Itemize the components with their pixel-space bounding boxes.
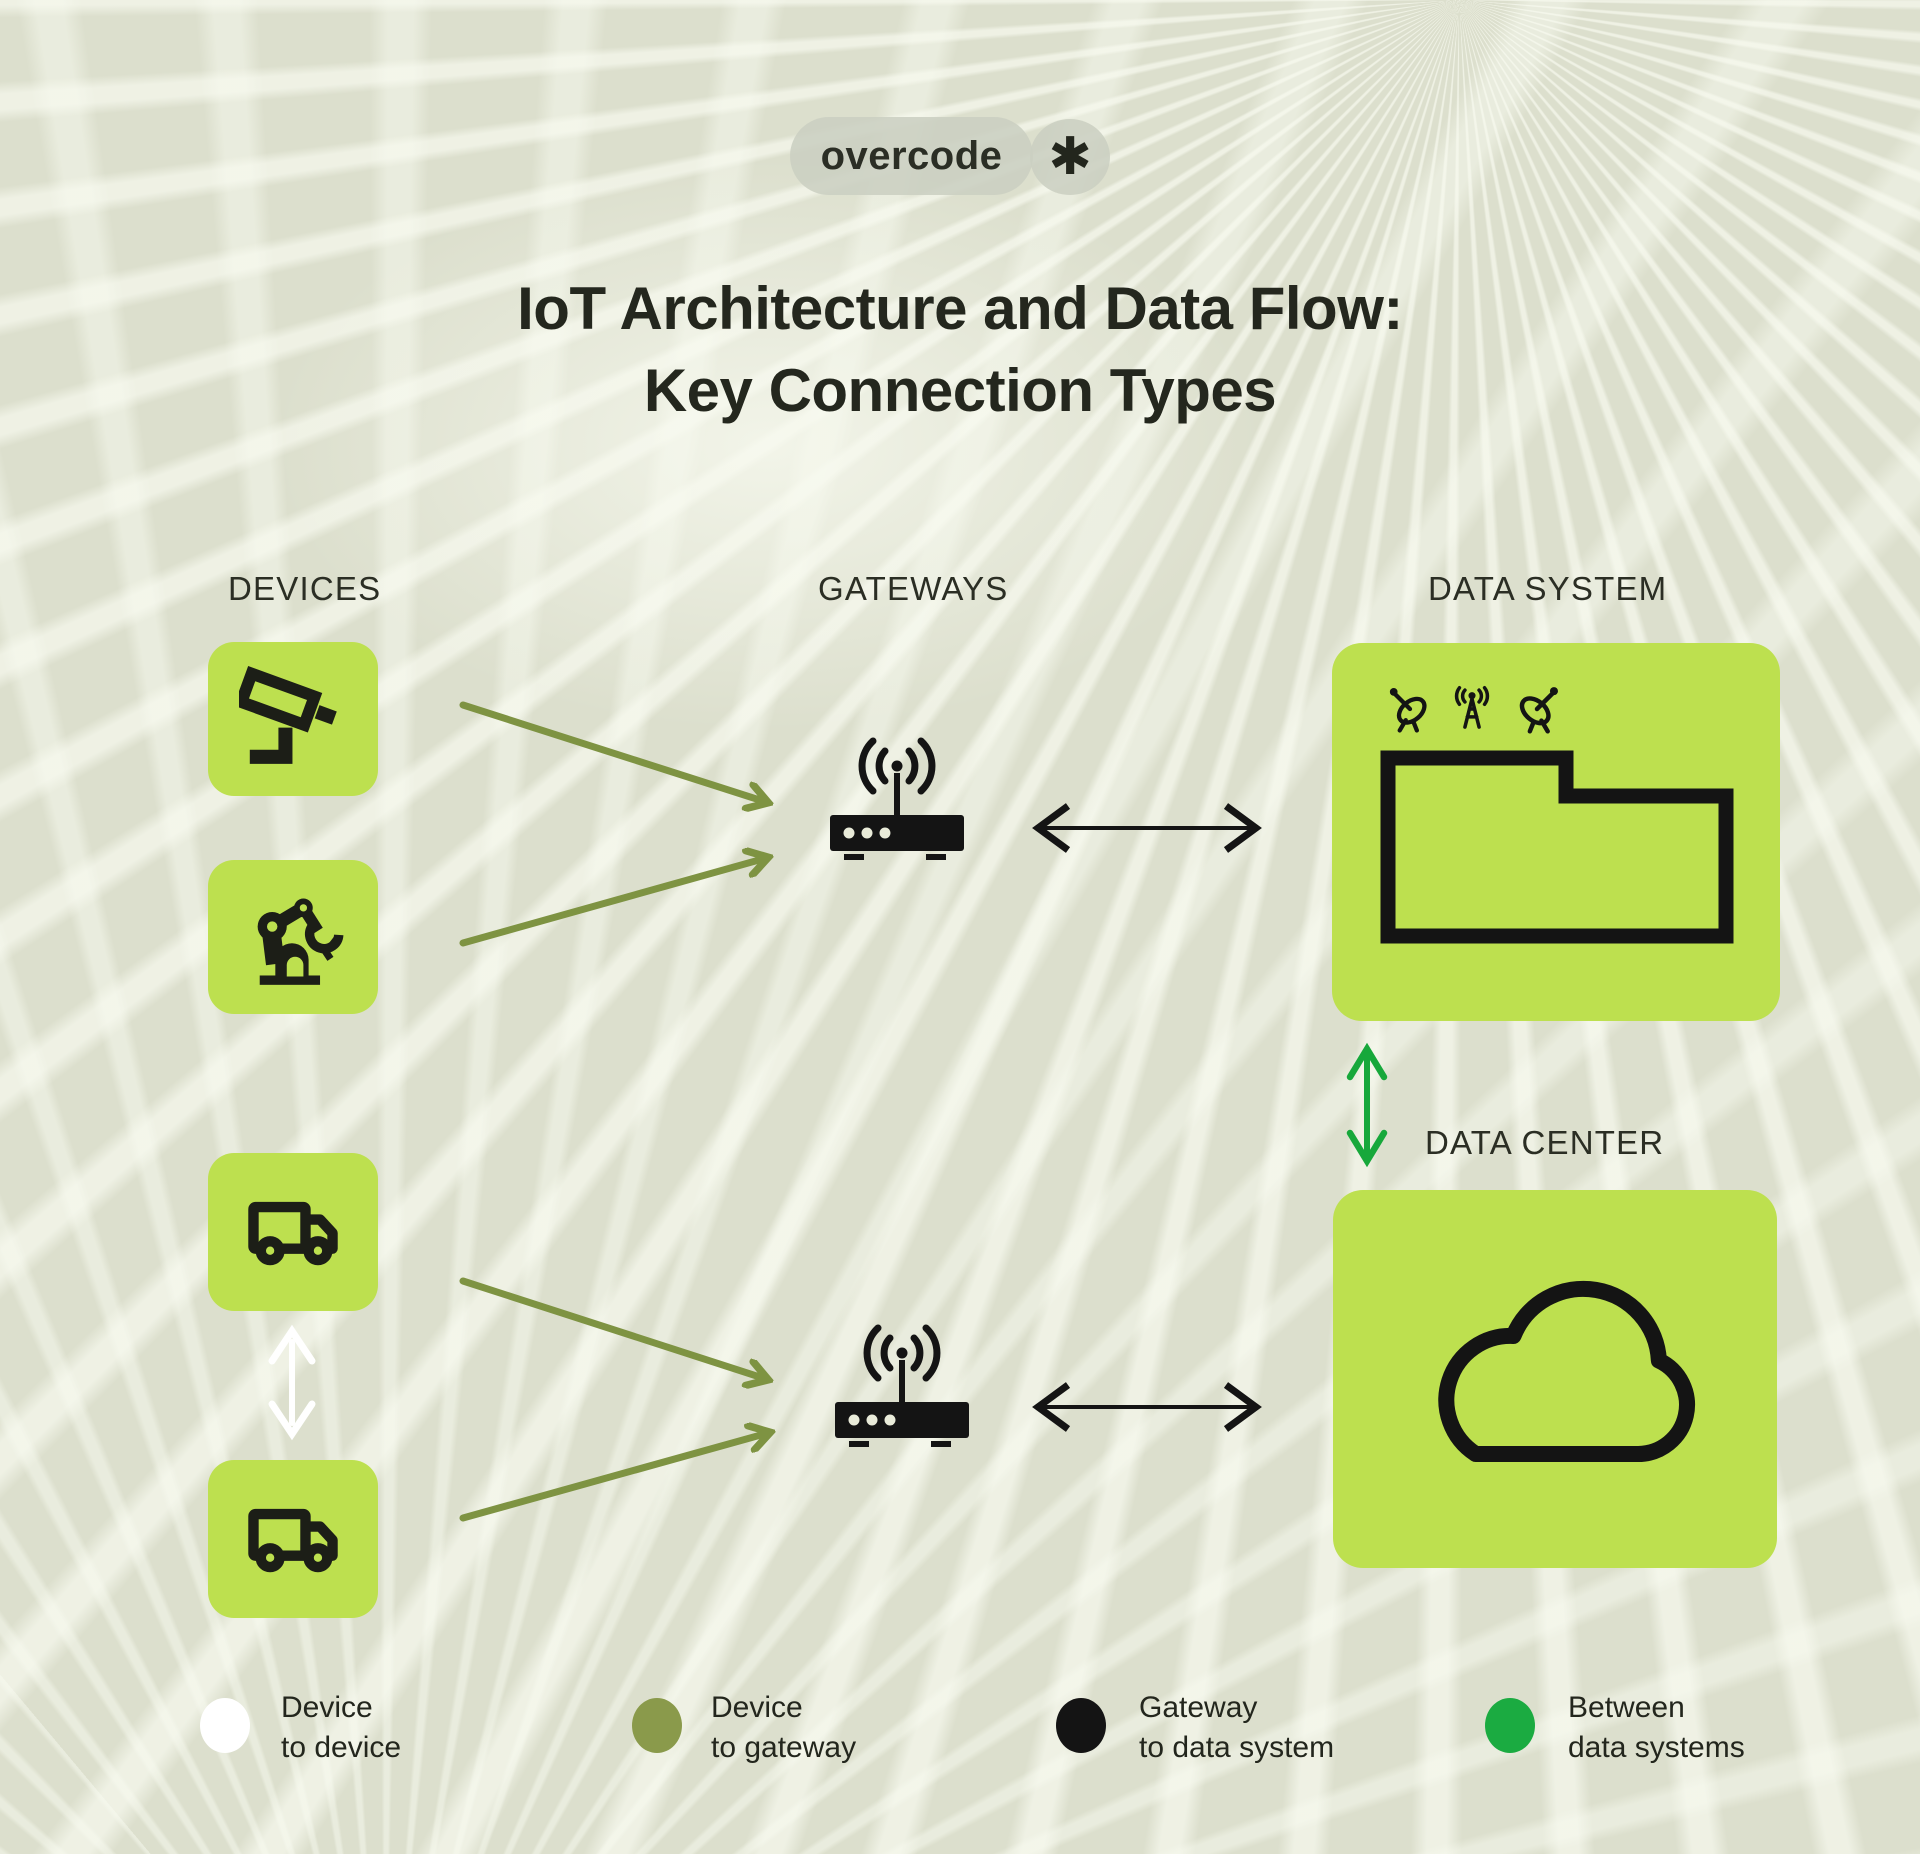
logo-mark: ✱ — [1030, 119, 1110, 195]
gateway-router-icon-top — [830, 737, 964, 860]
legend-dot-device-to-gateway — [632, 1698, 682, 1753]
device-box-truck-1 — [208, 1153, 378, 1311]
gateway-router-icon-bottom — [835, 1324, 969, 1447]
legend-label-line: to device — [281, 1731, 402, 1764]
satellite-dish-icon — [1519, 687, 1558, 734]
legend-dot-gateway-to-data-system — [1056, 1698, 1106, 1753]
legend-label-gateway-to-data-system: Gateway to data system — [1139, 1688, 1334, 1768]
device-box-truck-2 — [208, 1460, 378, 1618]
legend-label-line: Between — [1568, 1691, 1685, 1724]
page-title: IoT Architecture and Data Flow: Key Conn… — [0, 268, 1920, 432]
legend-dot-between-data-systems — [1485, 1698, 1535, 1753]
logo-badge: overcode — [790, 117, 1033, 195]
legend-label-line: to gateway — [711, 1731, 857, 1764]
cctv-camera-icon — [239, 665, 337, 764]
page-title-line1: IoT Architecture and Data Flow: — [517, 275, 1403, 342]
cloud-icon — [1438, 1280, 1695, 1463]
legend-dot-device-to-device — [200, 1698, 250, 1753]
data-system-folder-icon — [1380, 750, 1734, 944]
truck-icon — [248, 1508, 338, 1573]
legend-label-line: Device — [281, 1691, 373, 1724]
legend-label-line: to data system — [1139, 1731, 1335, 1764]
legend-label-line: Gateway — [1139, 1691, 1258, 1724]
radio-tower-icon — [1454, 686, 1490, 729]
legend-label-line: Device — [711, 1691, 803, 1724]
legend-label-device-to-gateway: Device to gateway — [711, 1688, 856, 1768]
asterisk-icon: ✱ — [1048, 128, 1092, 186]
device-box-camera — [208, 642, 378, 796]
page-title-line2: Key Connection Types — [643, 357, 1277, 424]
truck-icon — [248, 1201, 338, 1266]
satellite-dish-icon — [1389, 688, 1427, 733]
column-header-data-system: DATA SYSTEM — [1428, 570, 1668, 607]
legend-label-between-data-systems: Between data systems — [1568, 1688, 1745, 1768]
legend-label-device-to-device: Device to device — [281, 1688, 401, 1768]
label-data-center: DATA CENTER — [1425, 1124, 1665, 1161]
legend-label-line: data systems — [1568, 1731, 1745, 1764]
column-header-devices: DEVICES — [228, 570, 382, 607]
column-header-gateways: GATEWAYS — [818, 570, 1009, 607]
device-box-robot-arm — [208, 860, 378, 1014]
data-center-box — [1333, 1190, 1777, 1568]
robot-arm-icon — [257, 898, 344, 985]
logo-text: overcode — [820, 133, 1003, 178]
